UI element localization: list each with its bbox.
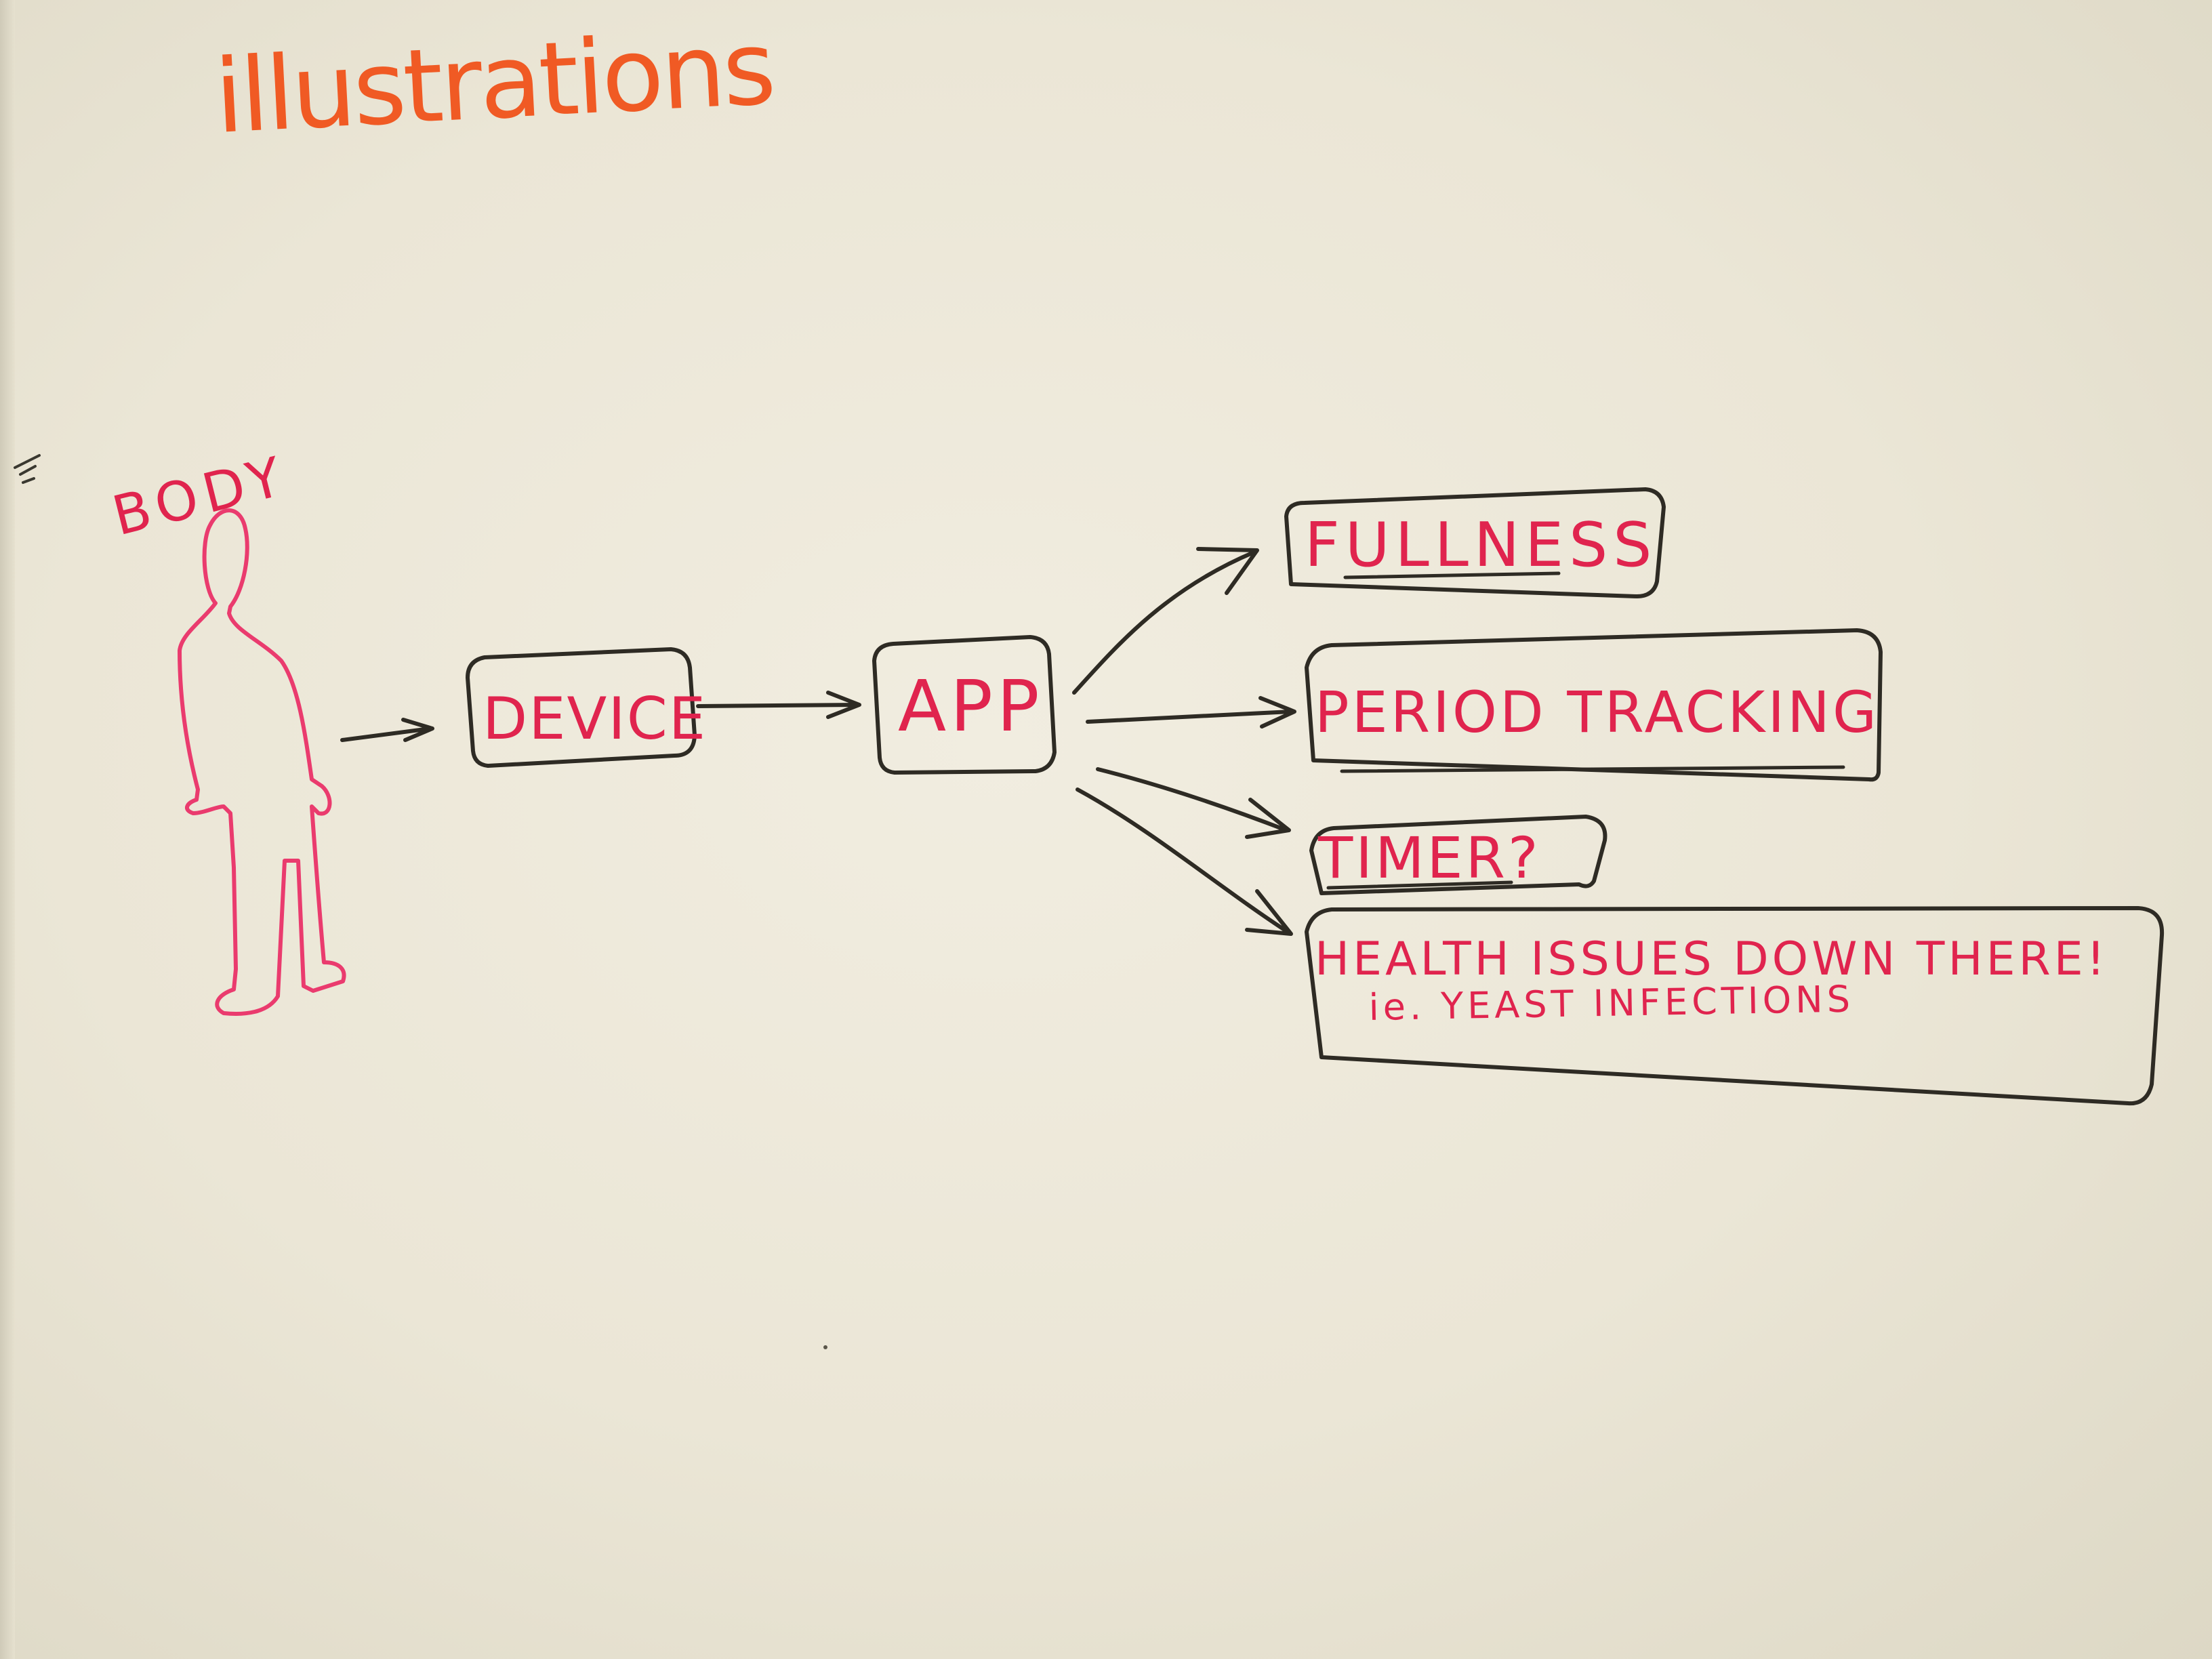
arrow-body-to-device <box>340 718 434 742</box>
diagram-title: illustrations <box>212 9 776 157</box>
fullness-label: FULLNESS <box>1305 510 1657 581</box>
health-issues-label: HEALTH ISSUES DOWN THERE! <box>1315 933 2108 986</box>
health-issues-note: ie. YEAST INFECTIONS <box>1368 978 1854 1029</box>
device-box <box>466 647 697 768</box>
app-underline <box>913 769 1032 775</box>
period-tracking-underline <box>1340 765 1845 773</box>
timer-box <box>1309 815 1607 895</box>
fullness-underline <box>1343 571 1561 579</box>
body-label: BODY <box>106 444 294 548</box>
timer-label: TIMER? <box>1317 825 1541 891</box>
arrow-app-to-health <box>1076 787 1293 936</box>
arrow-device-to-app <box>696 691 861 719</box>
fullness-box <box>1284 487 1666 598</box>
period-tracking-box <box>1305 628 1883 782</box>
health-issues-box <box>1305 906 2165 1106</box>
device-label: DEVICE <box>483 685 707 753</box>
period-tracking-label: PERIOD TRACKING <box>1315 679 1879 745</box>
app-box <box>872 635 1057 775</box>
board-speck <box>823 1345 827 1349</box>
body-figure <box>178 508 346 1016</box>
arrow-app-to-period-tracking <box>1086 696 1296 729</box>
arrow-app-to-timer <box>1096 767 1291 839</box>
app-label: APP <box>898 665 1044 747</box>
arrow-app-to-fullness <box>1072 547 1259 695</box>
board-scribble <box>14 454 41 484</box>
timer-underline <box>1326 880 1513 890</box>
whiteboard-frame-edge <box>0 0 15 1659</box>
